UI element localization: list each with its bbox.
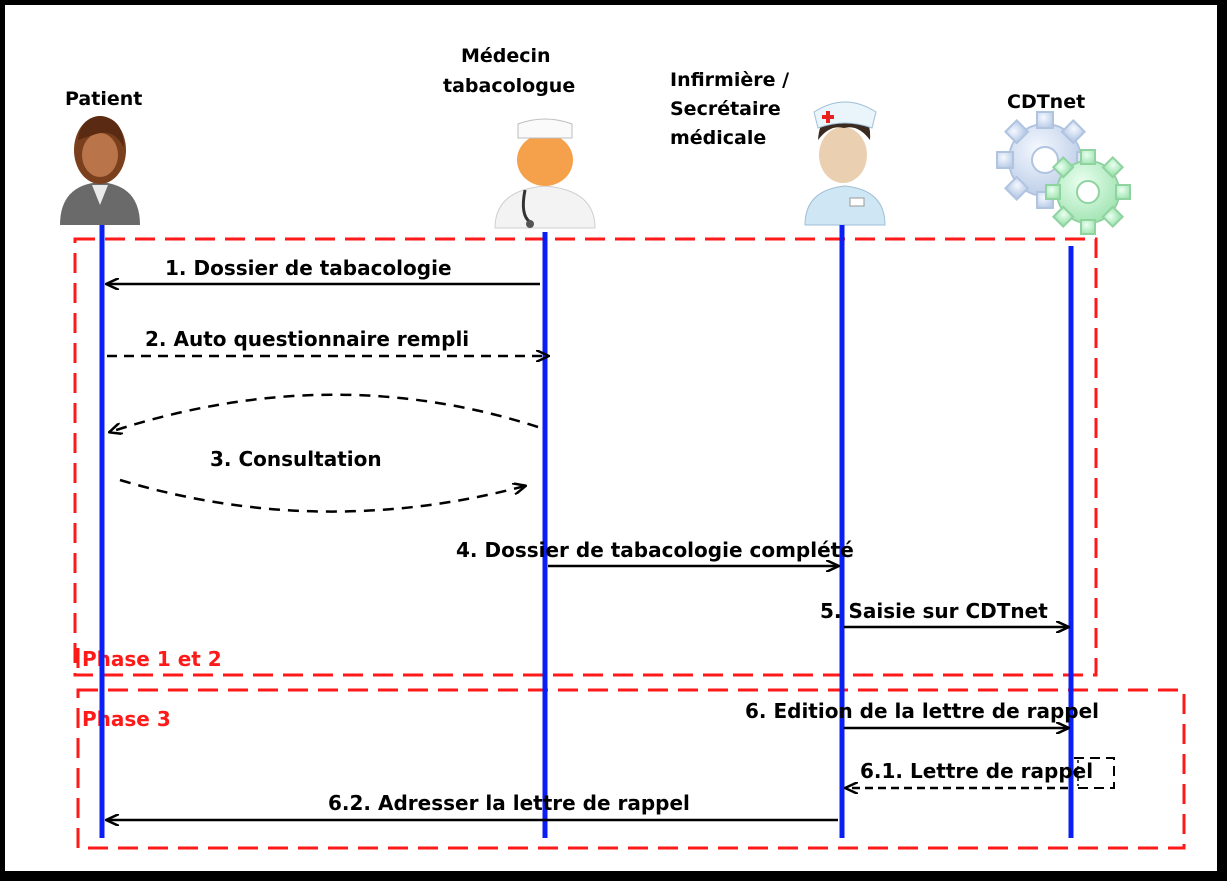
actor-patient-name: Patient	[65, 88, 142, 110]
message-6-1-label: 6.1. Lettre de rappel	[860, 759, 1093, 783]
message-3-arc-lower	[119, 478, 525, 513]
doctor-avatar-icon	[494, 118, 596, 229]
phase-1-2-box	[73, 237, 1098, 677]
cdtnet-gears-icon	[996, 111, 1131, 235]
message-5-label: 5. Saisie sur CDTnet	[820, 599, 1048, 623]
message-3-label: 3. Consultation	[210, 447, 382, 471]
nurse-avatar-icon	[804, 101, 886, 226]
phase-3-box	[76, 688, 1186, 850]
message-6-label: 6. Edition de la lettre de rappel	[745, 699, 1099, 723]
message-4-label: 4. Dossier de tabacologie complété	[456, 538, 854, 562]
message-2-label: 2. Auto questionnaire rempli	[145, 327, 469, 351]
actor-infirmiere-name: Infirmière / Secrétaire médicale	[670, 69, 796, 149]
message-6-2-label: 6.2. Adresser la lettre de rappel	[328, 791, 690, 815]
phase-3-label: Phase 3	[82, 707, 171, 731]
message-1-label: 1. Dossier de tabacologie	[165, 256, 452, 280]
actor-cdtnet-name: CDTnet	[1007, 91, 1085, 113]
message-3-arc-upper	[110, 393, 539, 432]
phase-1-2-label: Phase 1 et 2	[82, 647, 222, 671]
actor-medecin-name: Médecin tabacologue	[443, 45, 575, 97]
patient-avatar-icon	[60, 116, 140, 225]
cdtnet-self-loop	[1074, 757, 1115, 789]
